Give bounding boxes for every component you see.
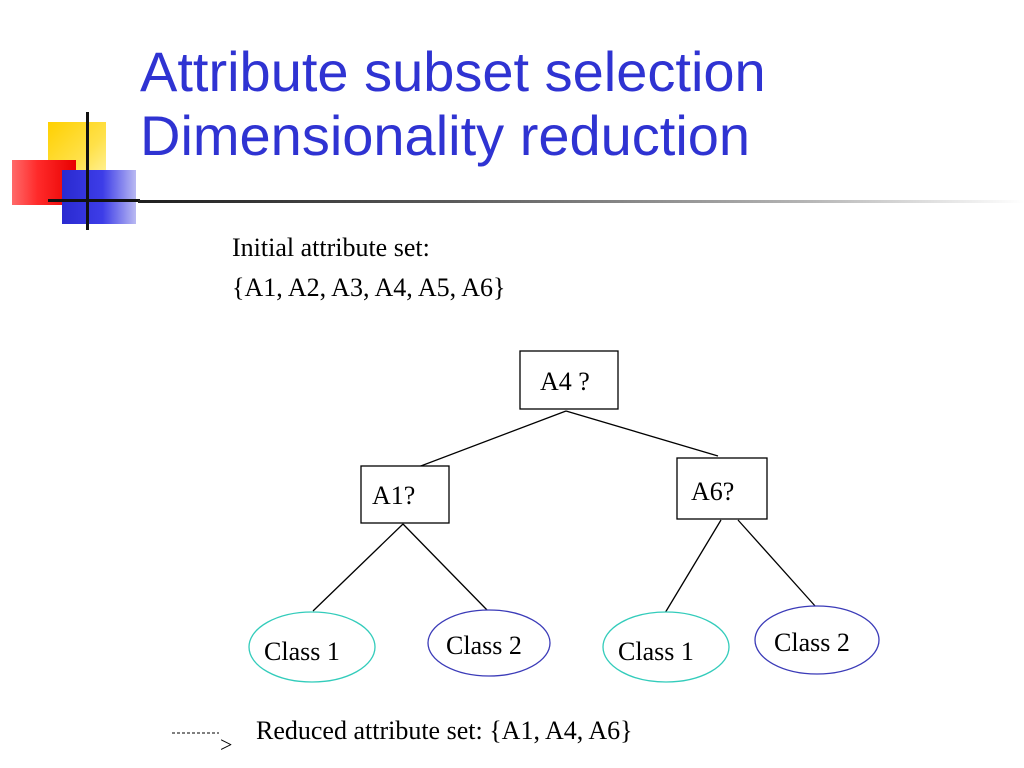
node-root-label: A4 ?: [540, 367, 590, 396]
vertical-line-decoration: [86, 112, 89, 230]
edge-a1-to-class1: [312, 523, 404, 612]
node-a6-label: A6?: [691, 477, 734, 506]
leaf-left-class2-label: Class 2: [446, 631, 522, 660]
slide-title: Attribute subset selection Dimensionalit…: [140, 40, 766, 168]
title-line-2: Dimensionality reduction: [140, 104, 751, 167]
leaf-left-class2-ellipse: [427, 609, 551, 677]
node-a1-label: A1?: [372, 481, 415, 510]
leaf-right-class1: Class 1: [602, 611, 730, 683]
initial-set-label: Initial attribute set:: [232, 233, 430, 262]
reduced-set-text: Reduced attribute set: {A1, A4, A6}: [256, 716, 633, 745]
horizontal-line-decoration: [48, 199, 140, 202]
leaf-right-class2-label: Class 2: [774, 628, 850, 657]
edge-a1-to-class2: [402, 523, 489, 612]
leaf-right-class2-ellipse: [754, 605, 880, 675]
edge-root-to-a6: [565, 410, 719, 457]
title-line-1: Attribute subset selection: [140, 40, 766, 103]
initial-set-values: {A1, A2, A3, A4, A5, A6}: [232, 273, 506, 302]
node-a6-box: [676, 457, 768, 520]
leaf-left-class1-ellipse: [248, 611, 376, 683]
node-a1-box: [360, 465, 450, 524]
node-a6: A6?: [676, 457, 768, 520]
node-a1: A1?: [360, 465, 450, 524]
leaf-right-class1-label: Class 1: [618, 637, 694, 666]
leaf-right-class1-ellipse: [602, 611, 730, 683]
title-rule: [138, 200, 1024, 203]
node-root: A4 ?: [519, 350, 619, 410]
edge-a6-to-class2: [737, 519, 817, 608]
leaf-left-class1-label: Class 1: [264, 637, 340, 666]
leaf-right-class2: Class 2: [754, 605, 880, 675]
leaf-left-class2: Class 2: [427, 609, 551, 677]
blue-square-decoration: [62, 170, 136, 224]
node-root-box: [519, 350, 619, 410]
edge-a6-to-class1: [664, 519, 722, 614]
leaf-left-class1: Class 1: [248, 611, 376, 683]
arrow-head: >: [220, 732, 232, 757]
